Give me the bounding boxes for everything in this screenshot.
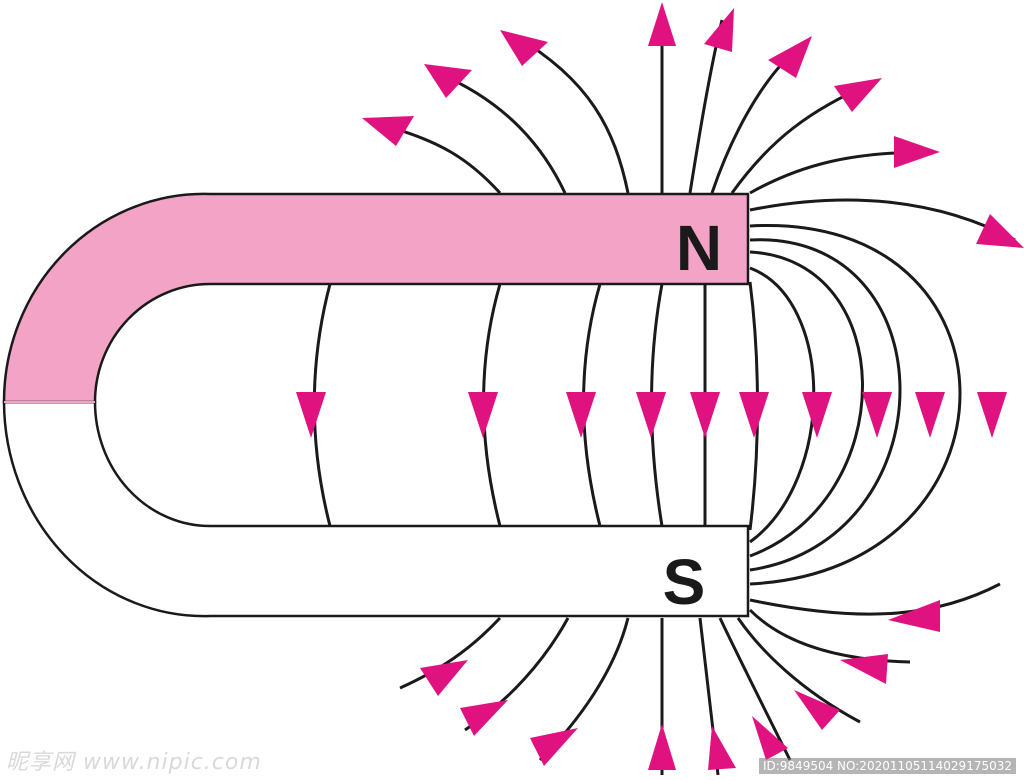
arrow-down-8 bbox=[862, 392, 892, 438]
arrow-down-10 bbox=[977, 392, 1007, 438]
horseshoe-magnet bbox=[2, 192, 750, 618]
field-line-south-6 bbox=[718, 617, 792, 761]
arrow-north-2 bbox=[424, 64, 472, 98]
arrow-south-8 bbox=[840, 654, 888, 684]
north-pole-label: N bbox=[676, 212, 722, 284]
arrow-north-8 bbox=[894, 136, 940, 168]
watermark-id: ID:9849504 NO:20201105114029175032 bbox=[758, 758, 1016, 774]
arrow-south-1 bbox=[420, 660, 468, 696]
arrow-north-9 bbox=[976, 214, 1024, 248]
field-line-north-3 bbox=[514, 34, 630, 194]
field-direction-arrows bbox=[296, 2, 1024, 770]
arrow-south-7 bbox=[794, 690, 840, 730]
arrow-down-5 bbox=[690, 392, 720, 438]
field-line-south-8 bbox=[748, 608, 911, 664]
arrow-down-3 bbox=[566, 392, 596, 438]
arrow-down-6 bbox=[739, 392, 769, 438]
arrow-north-1 bbox=[362, 116, 414, 146]
field-line-south-9 bbox=[749, 582, 1001, 616]
field-line-north-9 bbox=[749, 198, 1016, 242]
arrow-south-5 bbox=[708, 726, 736, 770]
arrow-down-1 bbox=[296, 392, 326, 438]
field-line-north-2 bbox=[439, 72, 567, 194]
arrow-south-4 bbox=[648, 724, 676, 770]
field-line-south-1 bbox=[399, 616, 502, 690]
arrow-down-4 bbox=[636, 392, 666, 438]
arrow-down-9 bbox=[915, 392, 945, 438]
arrow-north-6 bbox=[768, 36, 812, 78]
arrow-south-3 bbox=[530, 728, 578, 766]
arrow-north-7 bbox=[834, 78, 882, 112]
arrow-down-2 bbox=[468, 392, 498, 438]
field-line-between-8 bbox=[749, 250, 864, 558]
arrow-north-5 bbox=[704, 8, 734, 52]
arrow-down-7 bbox=[802, 392, 832, 438]
arrow-south-6 bbox=[752, 716, 788, 760]
field-line-between-9 bbox=[749, 238, 902, 572]
arrow-north-3 bbox=[500, 30, 548, 66]
watermark-site: 昵享网 www.nipic.com bbox=[6, 750, 262, 775]
south-pole-label: S bbox=[663, 546, 706, 618]
arrow-south-2 bbox=[460, 700, 508, 736]
arrow-south-9 bbox=[888, 600, 940, 632]
field-line-between-10 bbox=[749, 224, 962, 586]
field-line-south-7 bbox=[736, 617, 861, 724]
arrow-north-4 bbox=[648, 2, 676, 46]
north-arm bbox=[2, 192, 750, 404]
south-arm bbox=[2, 400, 750, 618]
